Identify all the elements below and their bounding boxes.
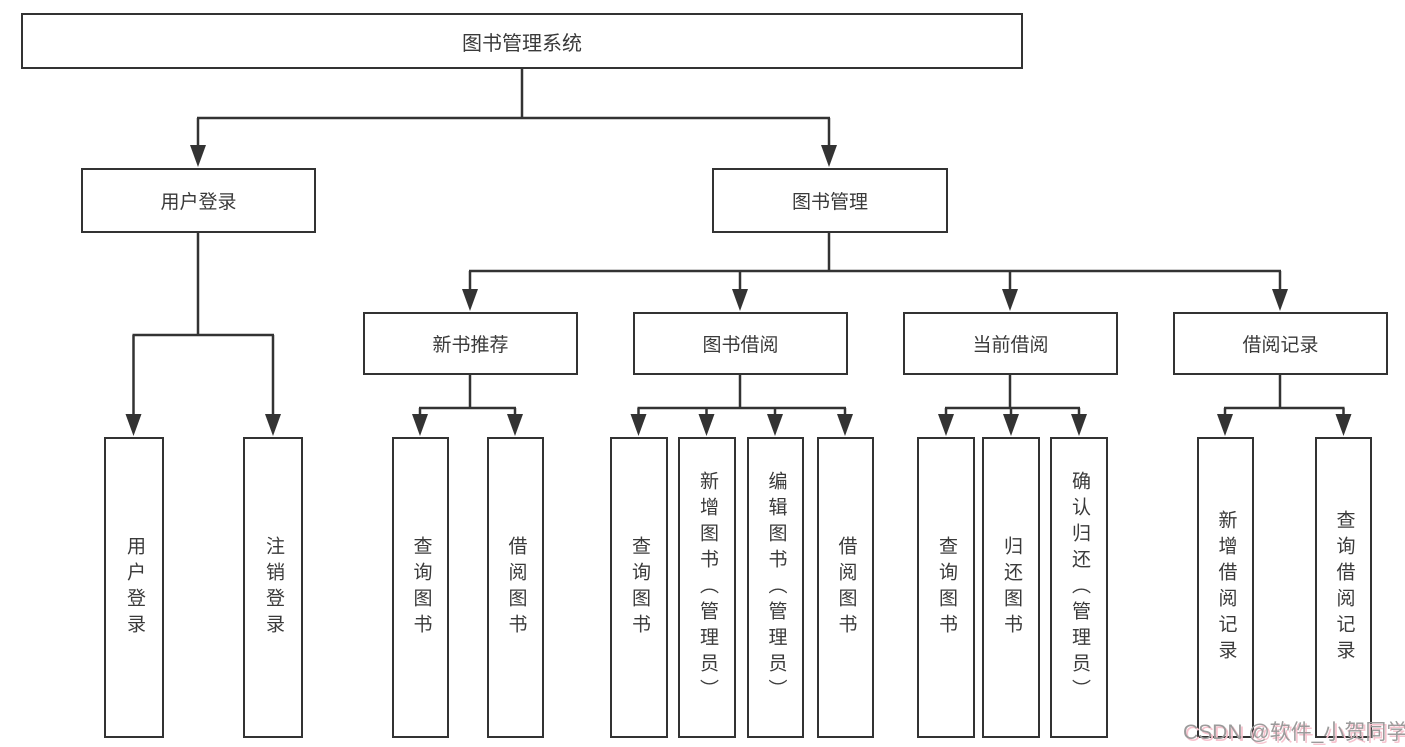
connector-user-login-to-leaves	[132, 233, 275, 415]
leaf-borrow-query-books: 查询图书	[610, 437, 668, 738]
leaf-user-login-label: 用户登录	[123, 535, 145, 640]
leaf-newrec-query-books-label: 查询图书	[410, 535, 432, 640]
leaf-borrow-query-books-label: 查询图书	[628, 535, 650, 640]
node-borrow-records: 借阅记录	[1173, 312, 1388, 375]
leaf-user-login: 用户登录	[104, 437, 164, 738]
leaf-records-query-record-label: 查询借阅记录	[1333, 509, 1355, 666]
leaf-current-query-books: 查询图书	[917, 437, 975, 738]
connector-borrow-records-to-leaves	[1223, 375, 1345, 415]
node-book-mgmt-label: 图书管理	[791, 192, 868, 213]
leaf-borrow-borrow-books-label: 借阅图书	[835, 535, 857, 640]
connector-book-mgmt-to-level3	[468, 233, 1282, 290]
leaf-records-add-record-label: 新增借阅记录	[1215, 509, 1237, 666]
connector-root-to-level2	[196, 68, 831, 146]
leaf-borrow-edit-books-admin-label: 编辑图书（管理员）	[765, 470, 787, 705]
leaf-newrec-query-books: 查询图书	[392, 437, 449, 738]
node-new-book-rec-label: 新书推荐	[432, 335, 509, 356]
leaf-borrow-add-books-admin-label: 新增图书（管理员）	[696, 470, 718, 705]
leaf-borrow-add-books-admin: 新增图书（管理员）	[678, 437, 736, 738]
leaf-current-return-books: 归还图书	[982, 437, 1040, 738]
leaf-newrec-borrow-books: 借阅图书	[487, 437, 544, 738]
node-current-borrow-label: 当前借阅	[972, 335, 1049, 356]
node-root-label: 图书管理系统	[462, 32, 582, 55]
node-borrow-records-label: 借阅记录	[1242, 335, 1319, 356]
node-user-login-label: 用户登录	[160, 192, 237, 213]
node-root: 图书管理系统	[21, 13, 1023, 69]
leaf-logout-label: 注销登录	[262, 535, 284, 640]
connector-current-borrow-to-leaves	[944, 375, 1081, 415]
leaf-borrow-edit-books-admin: 编辑图书（管理员）	[747, 437, 804, 738]
node-current-borrow: 当前借阅	[903, 312, 1118, 375]
node-book-mgmt: 图书管理	[712, 168, 948, 233]
leaf-logout: 注销登录	[243, 437, 303, 738]
node-user-login: 用户登录	[81, 168, 316, 233]
leaf-current-query-books-label: 查询图书	[935, 535, 957, 640]
node-book-borrow: 图书借阅	[633, 312, 848, 375]
leaf-current-confirm-return-admin: 确认归还（管理员）	[1050, 437, 1108, 738]
node-new-book-rec: 新书推荐	[363, 312, 578, 375]
leaf-borrow-borrow-books: 借阅图书	[817, 437, 874, 738]
connector-book-borrow-to-leaves	[637, 375, 847, 415]
leaf-current-return-books-label: 归还图书	[1000, 535, 1022, 640]
leaf-newrec-borrow-books-label: 借阅图书	[505, 535, 527, 640]
connector-new-book-rec-to-leaves	[418, 375, 517, 415]
node-book-borrow-label: 图书借阅	[702, 335, 779, 356]
leaf-current-confirm-return-admin-label: 确认归还（管理员）	[1068, 470, 1090, 705]
leaf-records-add-record: 新增借阅记录	[1197, 437, 1254, 738]
leaf-records-query-record: 查询借阅记录	[1315, 437, 1372, 738]
csdn-watermark: CSDN @软件_小贺同学	[1183, 721, 1405, 744]
